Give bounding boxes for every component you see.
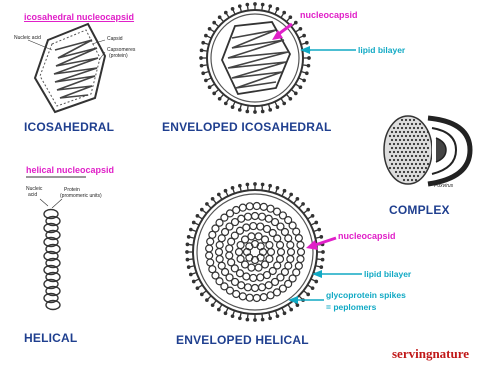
- glycoprotein-spikes-label: glycoprotein spikes: [326, 290, 406, 300]
- nucleocapsid-label-1: nucleocapsid: [300, 10, 358, 20]
- enveloped-helical-type-label: ENVELOPED HELICAL: [176, 333, 309, 347]
- enveloped-icosahedral-type-label: ENVELOPED ICOSAHEDRAL: [162, 120, 332, 134]
- helical-acid-label: acid: [28, 193, 37, 198]
- lipid-bilayer-label-1: lipid bilayer: [358, 45, 405, 55]
- nucleic-acid-label: Nucleic acid: [14, 36, 41, 41]
- enveloped-helical-drawing: [186, 183, 362, 321]
- capsid-label: Capsid: [107, 37, 123, 42]
- complex-poxvirus-drawing: [384, 116, 470, 184]
- icosahedral-nucleocapsid-label: icosahedral nucleocapsid: [24, 12, 134, 22]
- peplomers-label: = peplomers: [326, 302, 376, 312]
- complex-type-label: COMPLEX: [389, 203, 450, 217]
- capsomeres-protein-label: (protein): [109, 54, 128, 59]
- credit-watermark: servingnature: [392, 346, 469, 362]
- poxvirus-label: Poxvirus: [434, 184, 453, 189]
- nucleocapsid-label-2: nucleocapsid: [338, 231, 396, 241]
- helical-protein-units-label: (promomeric units): [60, 194, 102, 199]
- icosahedral-type-label: ICOSAHEDRAL: [24, 120, 114, 134]
- helical-nucleocapsid-label: helical nucleocapsid: [26, 165, 114, 175]
- lipid-bilayer-label-2: lipid bilayer: [364, 269, 411, 279]
- helical-type-label: HELICAL: [24, 331, 77, 345]
